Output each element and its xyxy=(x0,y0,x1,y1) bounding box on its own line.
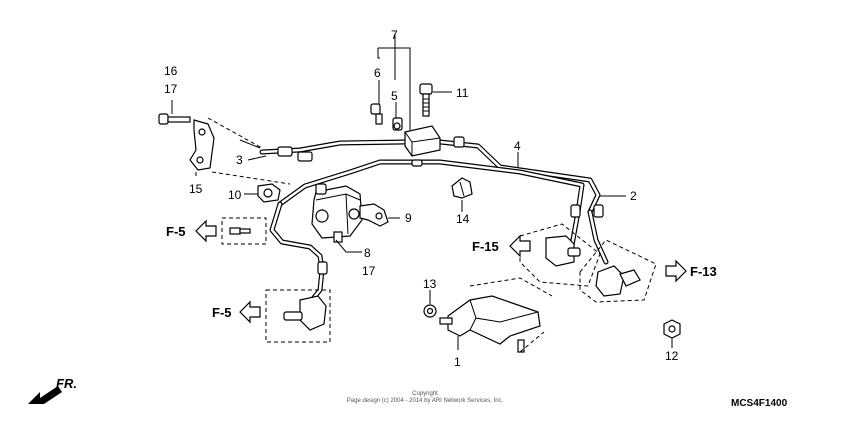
junction-bolts[interactable] xyxy=(370,103,403,131)
diagram-code: MCS4F1400 xyxy=(731,398,788,409)
callout-13: 13 xyxy=(423,277,437,291)
ref-label-f5-lower: F-5 xyxy=(212,305,232,320)
bracket-1[interactable] xyxy=(439,295,541,353)
callout-5: 5 xyxy=(391,89,398,103)
front-direction-arrow: FR. xyxy=(28,376,77,404)
callout-12: 12 xyxy=(665,349,679,363)
front-label: FR. xyxy=(56,376,77,391)
ref-arrow-f13[interactable]: F-13 xyxy=(665,259,717,283)
ref-arrow-f15[interactable]: F-15 xyxy=(472,234,531,258)
callout-2: 2 xyxy=(630,189,637,203)
callout-8: 8 xyxy=(364,246,371,260)
callout-14: 14 xyxy=(456,212,470,226)
pipe-fittings xyxy=(277,136,604,275)
callout-15: 15 xyxy=(189,182,203,196)
callout-1: 1 xyxy=(454,355,461,369)
callout-4: 4 xyxy=(514,139,521,153)
bolt-11[interactable] xyxy=(419,83,433,117)
callout-9: 9 xyxy=(405,211,412,225)
callout-7: 7 xyxy=(391,28,398,42)
nut-13[interactable] xyxy=(423,304,437,318)
clip-14[interactable] xyxy=(451,177,473,199)
ref-arrow-f5-lower[interactable]: F-5 xyxy=(212,300,261,324)
callout-16: 16 xyxy=(164,64,178,78)
callout-10: 10 xyxy=(228,188,242,202)
brake-pipe-main[interactable] xyxy=(259,139,609,303)
detail-box-f13 xyxy=(579,239,657,303)
junction-block[interactable] xyxy=(404,125,441,157)
callout-17-upper: 17 xyxy=(164,82,178,96)
ref-label-f5-upper: F-5 xyxy=(166,224,186,239)
callout-11: 11 xyxy=(456,86,469,100)
bracket-1-outline xyxy=(469,277,553,353)
leader-lines xyxy=(171,34,673,350)
detail-box-f5-lower xyxy=(265,289,331,343)
nut-12[interactable] xyxy=(663,319,681,339)
callout-6: 6 xyxy=(374,66,381,80)
bolt-16[interactable] xyxy=(158,113,191,125)
callout-3: 3 xyxy=(236,153,243,167)
detail-box-f5-upper xyxy=(221,217,267,245)
proportioning-valve-8[interactable] xyxy=(311,183,363,243)
copyright-line-2: Page design (c) 2004 - 2014 by ARI Netwo… xyxy=(347,398,504,404)
clamp-9[interactable] xyxy=(359,203,389,227)
ref-label-f13: F-13 xyxy=(690,264,717,279)
detail-box-f15 xyxy=(519,223,601,287)
grommet-10[interactable] xyxy=(257,183,281,203)
ref-arrow-f5-upper[interactable]: F-5 xyxy=(166,219,217,243)
callout-17-lower: 17 xyxy=(362,264,376,278)
copyright-line-1: Copyright xyxy=(412,391,438,397)
ref-label-f15: F-15 xyxy=(472,239,499,254)
bracket-15[interactable] xyxy=(189,117,291,185)
